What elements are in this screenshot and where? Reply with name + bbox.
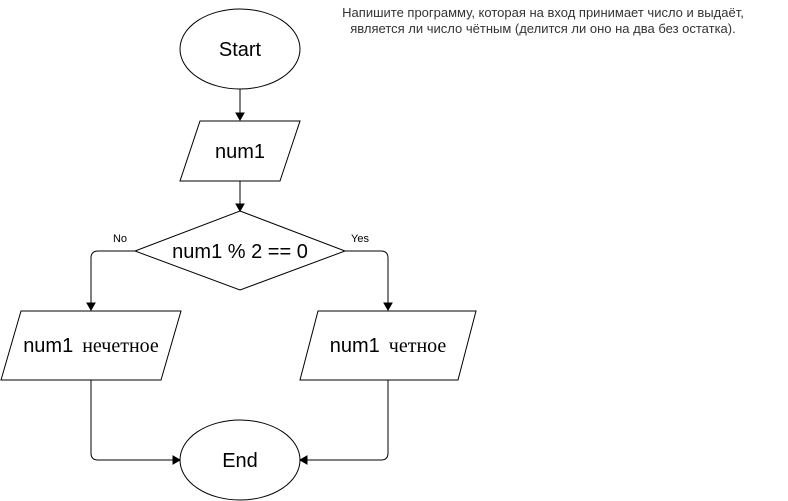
output-odd-node: num1 нечетное (0, 310, 182, 381)
edge-odd-to-end (90, 380, 182, 465)
yes-label: Yes (351, 233, 369, 245)
output-even-word: четное (389, 335, 447, 357)
edge-even-to-end (298, 380, 389, 465)
condition-label: num1 % 2 == 0 (172, 241, 308, 263)
output-even-node: num1 четное (299, 310, 477, 381)
task-description-line-1: Напишите программу, которая на вход прин… (342, 5, 744, 20)
output-odd-var: num1 (23, 335, 73, 357)
condition-node: num1 % 2 == 0 (133, 210, 347, 291)
no-label: No (113, 233, 127, 245)
start-node: Start (179, 8, 301, 90)
input-label: num1 (215, 141, 265, 163)
end-node: End (179, 419, 301, 501)
edge-no-branch: No (86, 233, 135, 312)
task-description-line-2: является ли число чётным (делится ли оно… (350, 21, 736, 36)
output-even-label: num1 четное (330, 335, 447, 357)
end-label: End (222, 450, 258, 472)
task-description: Напишите программу, которая на вход прин… (300, 5, 786, 37)
edge-start-to-input (235, 89, 245, 122)
start-label: Start (219, 39, 262, 61)
output-even-var: num1 (330, 335, 380, 357)
edge-input-to-condition (235, 181, 245, 213)
edge-yes-branch: Yes (345, 233, 393, 312)
output-odd-word: нечетное (82, 335, 159, 357)
input-node: num1 (179, 120, 301, 182)
output-odd-label: num1 нечетное (23, 335, 159, 357)
